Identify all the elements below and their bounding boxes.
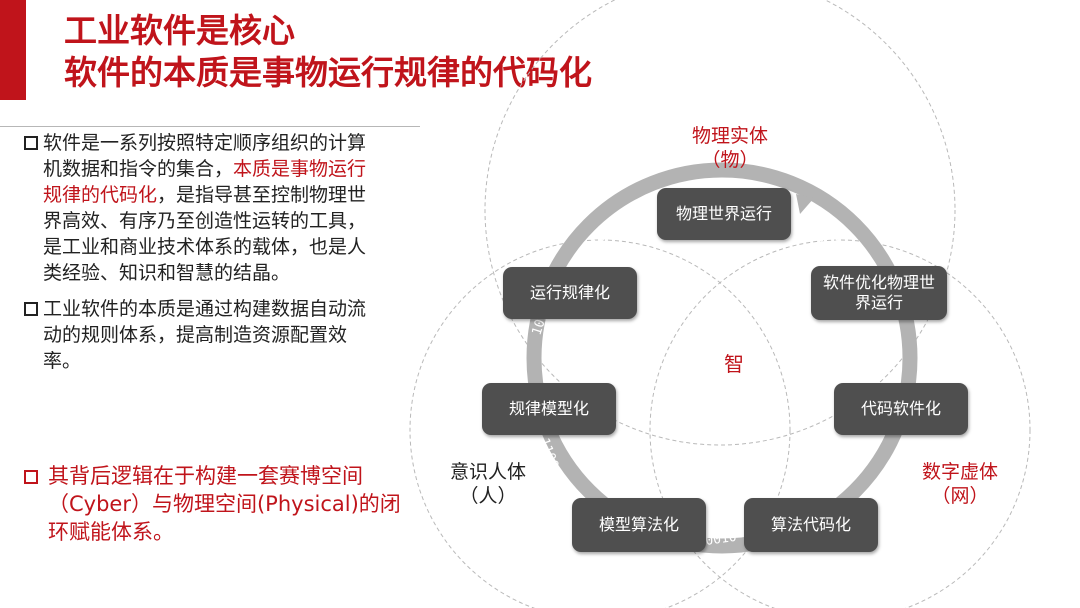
title-accent-bar bbox=[0, 0, 26, 100]
node-software-optimize: 软件优化物理世界运行 bbox=[811, 266, 947, 320]
node-code-software: 代码软件化 bbox=[834, 383, 968, 435]
label-physical-entity-sub: （物） bbox=[701, 149, 759, 171]
square-bullet-icon bbox=[24, 302, 38, 316]
venn-circle-consciousness bbox=[409, 239, 791, 608]
page-title: 工业软件是核心 软件的本质是事物运行规律的代码化 bbox=[64, 10, 592, 94]
binary-text-5: 0010 bbox=[704, 530, 737, 549]
label-consciousness-title: 意识人体 bbox=[449, 461, 526, 483]
label-physical-entity: 物理实体 （物） bbox=[660, 124, 800, 172]
venn-circle-physical bbox=[484, 0, 956, 446]
bullet-1-highlight: 本质是事物运行规律的代码化 bbox=[43, 158, 367, 206]
bullet-text-3: 其背后逻辑在于构建一套赛博空间（Cyber）与物理空间(Physical)的闭环… bbox=[48, 464, 401, 544]
label-center-wisdom: 智 bbox=[724, 352, 744, 376]
bullet-list: 软件是一系列按照特定顺序组织的计算机数据和指令的集合，本质是事物运行规律的代码化… bbox=[24, 130, 384, 384]
square-bullet-icon bbox=[24, 470, 38, 484]
bullet-text-2: 工业软件的本质是通过构建数据自动流动的规则体系，提高制造资源配置效率。 bbox=[43, 298, 367, 372]
label-digital-virtual-title: 数字虚体 bbox=[921, 461, 998, 483]
bullet-item-3: 其背后逻辑在于构建一套赛博空间（Cyber）与物理空间(Physical)的闭环… bbox=[24, 462, 404, 546]
node-run-law: 运行规律化 bbox=[503, 267, 637, 319]
venn-circle-digital bbox=[649, 239, 1031, 608]
title-line-2: 软件的本质是事物运行规律的代码化 bbox=[64, 53, 592, 92]
label-consciousness-sub: （人） bbox=[459, 485, 517, 507]
binary-text-6: 1011 bbox=[834, 442, 861, 477]
node-physical-run: 物理世界运行 bbox=[657, 188, 791, 240]
divider-line bbox=[0, 126, 420, 127]
bullet-text-1: 软件是一系列按照特定顺序组织的计算机数据和指令的集合，本质是事物运行规律的代码化… bbox=[43, 130, 384, 286]
label-digital-virtual-sub: （网） bbox=[931, 485, 989, 507]
bullet-item-2: 工业软件的本质是通过构建数据自动流动的规则体系，提高制造资源配置效率。 bbox=[24, 296, 384, 374]
label-digital-virtual: 数字虚体 （网） bbox=[890, 460, 1030, 508]
bullet-item-1: 软件是一系列按照特定顺序组织的计算机数据和指令的集合，本质是事物运行规律的代码化… bbox=[24, 130, 384, 286]
title-line-1: 工业软件是核心 bbox=[64, 11, 295, 50]
node-law-model: 规律模型化 bbox=[482, 383, 616, 435]
bullet-1-text-b: ，是指导甚至控制物理世界高效、有序乃至创造性运转的工具，是工业和商业技术体系的载… bbox=[43, 184, 367, 284]
node-algorithm-code: 算法代码化 bbox=[744, 498, 878, 552]
cycle-ring bbox=[526, 162, 918, 554]
square-bullet-icon bbox=[24, 136, 38, 150]
bullet-1-text-a: 软件是一系列按照特定顺序组织的计算机数据和指令的集合， bbox=[43, 132, 367, 180]
label-consciousness: 意识人体 （人） bbox=[418, 460, 558, 508]
cycle-arrow-icon bbox=[796, 194, 814, 214]
node-model-algorithm: 模型算法化 bbox=[572, 498, 706, 552]
label-physical-entity-title: 物理实体 bbox=[691, 125, 768, 147]
